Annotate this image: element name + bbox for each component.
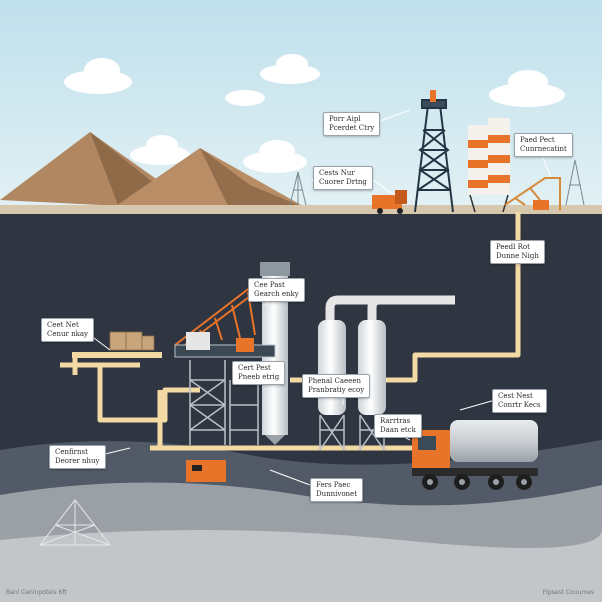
surface-silos: [468, 118, 510, 213]
silo-feed-pipe: [325, 295, 455, 320]
surface-conveyor: [504, 177, 561, 210]
footer-left-text: Banl Ceninpoteis 6ft: [6, 589, 67, 596]
tanker-truck: [412, 420, 538, 490]
left-conveyor: [72, 331, 162, 358]
wireframe-pyramid: [38, 499, 112, 546]
surface-truck: [372, 190, 407, 214]
footer-right-text: Flpsest Couumes: [542, 589, 594, 596]
mountains: [0, 132, 310, 210]
distant-towers: [289, 159, 585, 206]
